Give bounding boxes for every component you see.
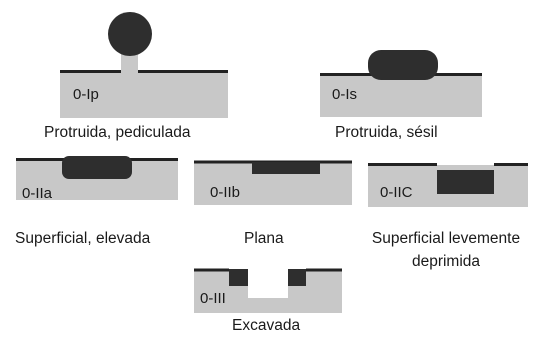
code-0-iii: 0-III (200, 290, 226, 307)
tissue-block (60, 72, 228, 118)
tissue-block (320, 75, 482, 117)
figure-0-is-shape (320, 50, 482, 117)
caption-0-is: Protruida, sésil (335, 124, 438, 141)
figure-0-ip-shape (60, 12, 228, 118)
code-0-iib: 0-IIb (210, 184, 241, 201)
polyp-head (108, 12, 152, 56)
figure-0-iic-shape (368, 163, 528, 207)
figure-0-iii-shape (194, 268, 342, 313)
ulcer-rim-right (288, 269, 306, 286)
code-0-ip: 0-Ip (73, 86, 99, 103)
ulcer-rim-left (229, 269, 248, 286)
caption-0-iib: Plana (244, 230, 284, 247)
caption-0-ip: Protruida, pediculada (44, 124, 191, 141)
elevated-lesion (62, 156, 132, 179)
figure-0-iib-shape (194, 160, 352, 205)
caption-0-iic-line1: Superficial levemente (371, 230, 521, 247)
caption-0-iii: Excavada (232, 317, 301, 334)
code-0-iic: 0-IIC (380, 184, 413, 201)
caption-0-iia: Superficial, elevada (15, 230, 151, 247)
sessile-lesion (368, 50, 438, 80)
depressed-lesion (437, 170, 494, 194)
caption-0-iic-line2: deprimida (411, 253, 481, 270)
flat-lesion (252, 162, 320, 174)
polyp-stalk (121, 50, 138, 73)
code-0-is: 0-Is (332, 86, 358, 103)
figure-0-iia-shape (16, 156, 178, 200)
code-0-iia: 0-IIa (22, 185, 53, 202)
